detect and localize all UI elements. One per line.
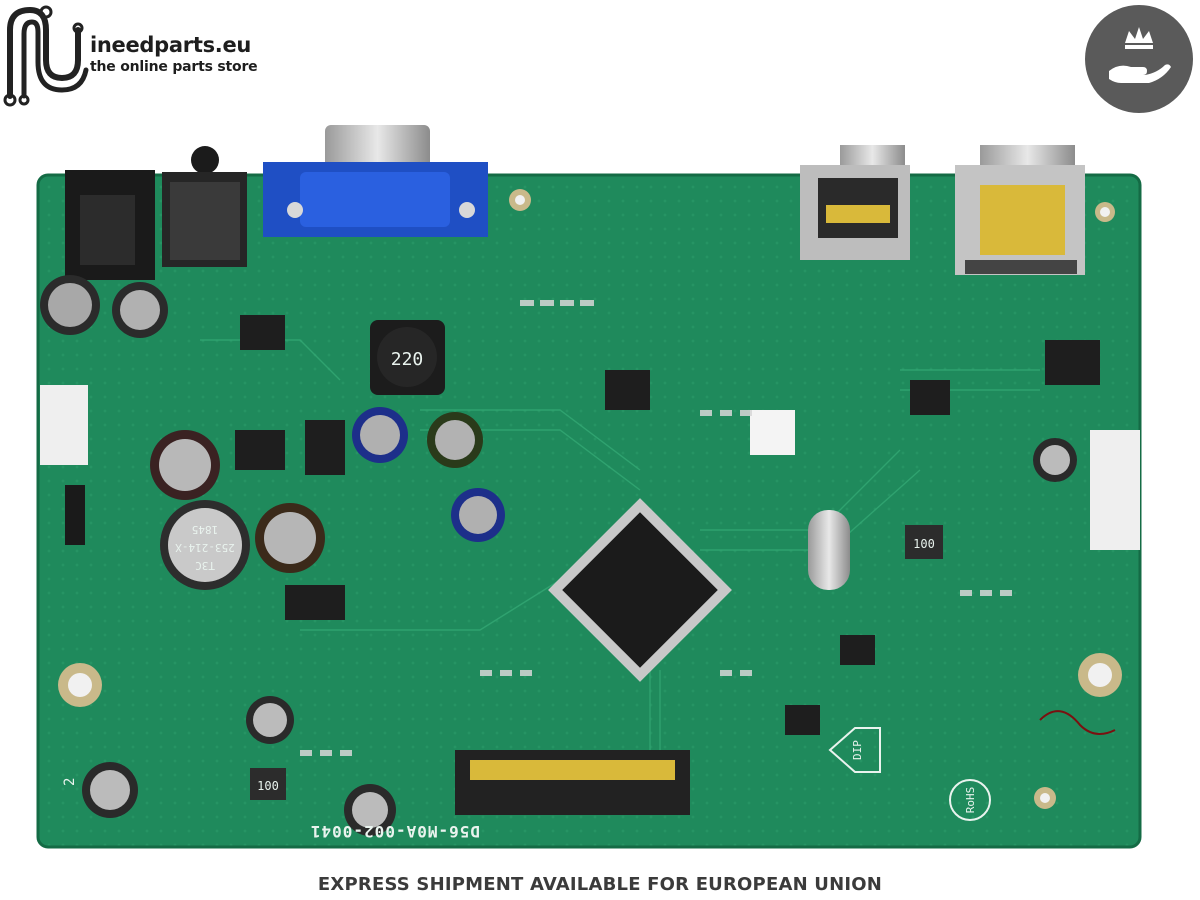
brand-tagline: the online parts store [90, 59, 258, 75]
pcb-board: 220 T3C 253-214-X 1845 [36, 125, 1142, 849]
crystal-oscillator [808, 510, 850, 590]
product-photo: 220 T3C 253-214-X 1845 [0, 110, 1200, 860]
mounting-holes [58, 189, 1122, 809]
logo-mark-icon [3, 5, 89, 107]
qc-sticker [750, 410, 795, 455]
svg-text:100: 100 [257, 779, 279, 793]
dip-mark: DIP [851, 740, 864, 760]
rohs-mark [949, 779, 991, 821]
brand-name: ineedparts.eu [90, 33, 252, 57]
side-label: 2 [62, 778, 78, 786]
pin-header [65, 485, 85, 545]
svg-text:RoHS: RoHS [964, 787, 977, 814]
crown-hand-icon [1109, 27, 1171, 83]
main-chip [548, 498, 732, 682]
inductor-label: 220 [391, 349, 424, 370]
lvds-connector [455, 750, 690, 815]
site-logo[interactable]: ineedparts.eu the online parts store [0, 0, 300, 115]
svg-text:T3C: T3C [195, 559, 215, 572]
quality-badge [1085, 5, 1193, 113]
shipping-banner: EXPRESS SHIPMENT AVAILABLE FOR EUROPEAN … [317, 874, 883, 895]
svg-text:100: 100 [913, 537, 935, 551]
svg-text:1845: 1845 [192, 523, 219, 536]
part-number: D56-M0A-002-0041 [310, 822, 480, 841]
small-ics [235, 315, 1100, 735]
choke-2 [250, 768, 286, 800]
capacitors [40, 275, 1077, 836]
side-connector-right [1090, 430, 1140, 550]
choke-1 [905, 525, 943, 559]
svg-text:253-214-X: 253-214-X [175, 541, 235, 554]
side-connector-left [40, 385, 88, 465]
